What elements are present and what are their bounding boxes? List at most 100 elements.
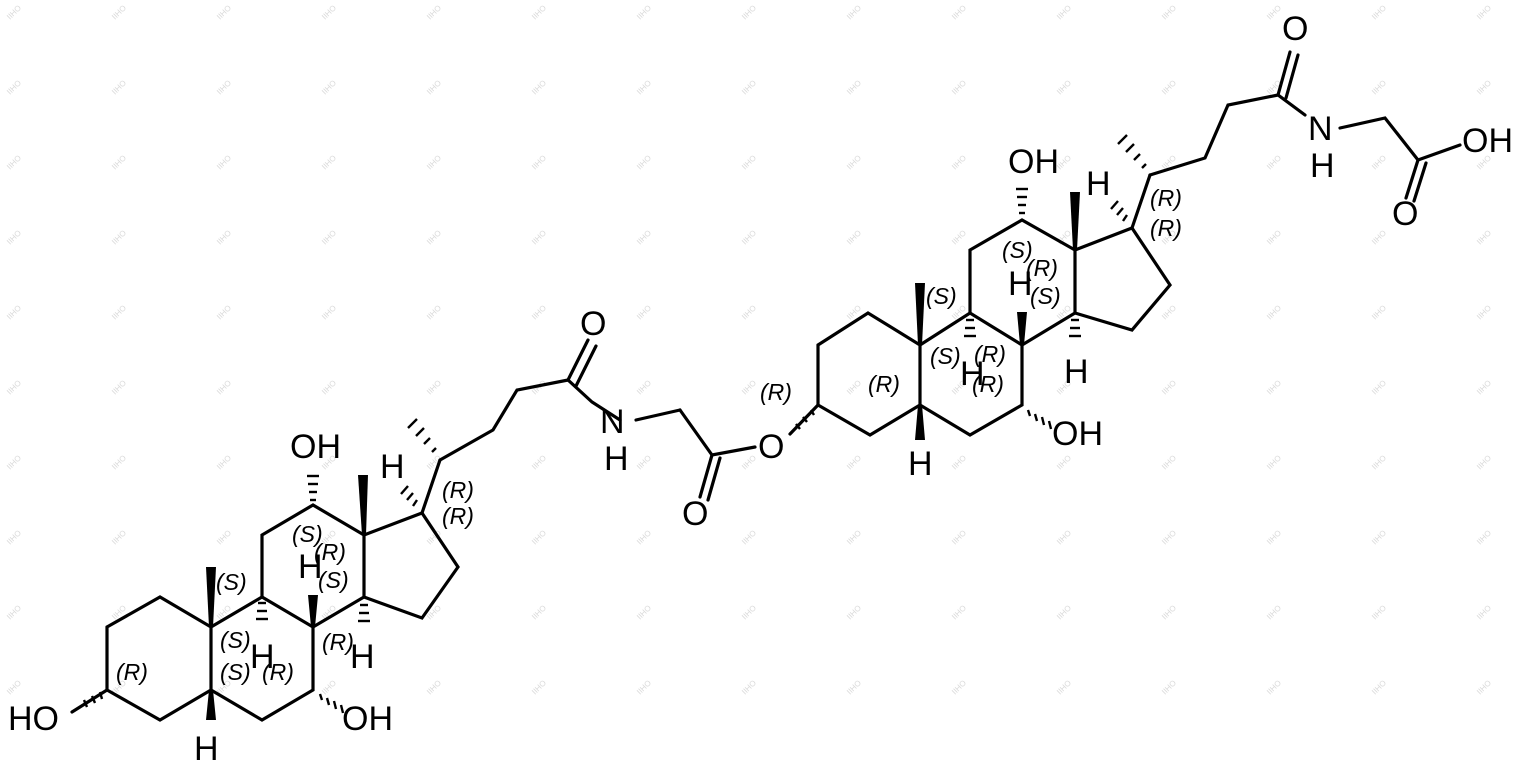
watermark-text: IIHO (950, 528, 968, 546)
stereo-label: (S) (292, 521, 323, 547)
watermark-text: IIHO (635, 3, 653, 21)
watermark-text: IIHO (1055, 678, 1073, 696)
stereo-label: (S) (220, 659, 251, 685)
watermark-text: IIHO (1475, 3, 1493, 21)
watermark-text: IIHO (1370, 603, 1388, 621)
atom-label-amide-o: O (1282, 10, 1308, 48)
watermark-text: IIHO (425, 678, 443, 696)
watermark-text: IIHO (1265, 378, 1283, 396)
stereo-label: (S) (930, 343, 961, 369)
watermark-text: IIHO (110, 78, 128, 96)
watermark-text: IIHO (110, 153, 128, 171)
watermark-text: IIHO (1370, 678, 1388, 696)
h-wedge (1017, 312, 1027, 345)
watermark-text: IIHO (215, 453, 233, 471)
watermark-text: IIHO (110, 528, 128, 546)
h-hash (964, 318, 976, 338)
carbonyl-bond (1276, 50, 1292, 97)
watermark-text: IIHO (740, 153, 758, 171)
stereo-label: (S) (220, 627, 251, 653)
bond (70, 688, 109, 714)
atom-label-amide-n: N (1308, 110, 1333, 148)
atom-label-amide-n: N (600, 403, 625, 441)
watermark-text: IIHO (635, 453, 653, 471)
atom-label-amide-h: H (1310, 147, 1335, 185)
carbonyl-bond (1404, 158, 1420, 200)
watermark-text: IIHO (1475, 678, 1493, 696)
carbonyl-bond (566, 338, 590, 382)
watermark-text: IIHO (635, 528, 653, 546)
h-hash (256, 601, 268, 621)
atom-label-h-8: H (1008, 265, 1033, 303)
atom-label-oh-12: OH (1008, 143, 1059, 181)
watermark-text: IIHO (1265, 3, 1283, 21)
watermark-text: IIHO (1265, 153, 1283, 171)
h-wedge (915, 405, 925, 440)
watermark-text: IIHO (110, 3, 128, 21)
ring-b-bond (209, 595, 315, 722)
watermark-text: IIHO (530, 453, 548, 471)
methyl-wedge (358, 475, 368, 535)
atom-label-h-5: H (194, 730, 219, 768)
watermark-text: IIHO (110, 453, 128, 471)
watermark-text: IIHO (1055, 528, 1073, 546)
watermark-text: IIHO (320, 678, 338, 696)
atom-label-h-17: H (1086, 165, 1111, 203)
watermark-text: IIHO (530, 303, 548, 321)
atom-label-h-9: H (250, 638, 275, 676)
watermark-text: IIHO (845, 228, 863, 246)
methyl-hash (1117, 134, 1147, 169)
watermark-text: IIHO (5, 678, 23, 696)
watermark-text: IIHO (5, 78, 23, 96)
methyl-hash (407, 418, 437, 453)
watermark-text: IIHO (950, 453, 968, 471)
oh-hash (1016, 187, 1028, 215)
watermark-text: IIHO (635, 678, 653, 696)
atom-label-oh-7: OH (342, 700, 393, 738)
stereo-label: (S) (216, 569, 247, 595)
watermark-text: IIHO (530, 153, 548, 171)
watermark-text: IIHO (1370, 378, 1388, 396)
watermark-text: IIHO (1370, 228, 1388, 246)
watermark-text: IIHO (1475, 378, 1493, 396)
ring-d-bond (362, 511, 460, 620)
watermark-text: IIHO (1055, 78, 1073, 96)
methyl-wedge (1070, 192, 1080, 250)
carbonyl-bond (1412, 161, 1428, 203)
watermark-text: IIHO (845, 3, 863, 21)
watermark-text: IIHO (110, 378, 128, 396)
ring-c-bond (260, 503, 366, 629)
watermark-text: IIHO (1055, 603, 1073, 621)
watermark-text: IIHO (1475, 603, 1493, 621)
watermark-text: IIHO (1370, 303, 1388, 321)
ring-d-bond (1073, 226, 1172, 332)
watermark-text: IIHO (635, 603, 653, 621)
watermark-text: IIHO (1475, 528, 1493, 546)
watermark-text: IIHO (320, 78, 338, 96)
watermark-text: IIHO (1265, 303, 1283, 321)
watermark-text: IIHO (740, 78, 758, 96)
carbonyl-bond (698, 453, 714, 499)
watermark-text: IIHO (1160, 603, 1178, 621)
watermark-text: IIHO (1055, 3, 1073, 21)
atom-label-h-9: H (960, 355, 985, 393)
atom-label-acid-o: O (1392, 195, 1418, 233)
atom-label-amide-o: O (580, 305, 606, 343)
watermark-text: IIHO (320, 3, 338, 21)
watermark-text: IIHO (215, 78, 233, 96)
stereo-label: (R) (262, 659, 294, 685)
watermark-text: IIHO (1370, 528, 1388, 546)
carbonyl-bond (706, 456, 722, 502)
watermark-text: IIHO (1475, 453, 1493, 471)
watermark-text: IIHO (215, 528, 233, 546)
watermark-text: IIHO (320, 153, 338, 171)
watermark-text: IIHO (110, 228, 128, 246)
watermark-text: IIHO (1160, 3, 1178, 21)
watermark-text: IIHO (740, 3, 758, 21)
watermark-text: IIHO (845, 678, 863, 696)
left-steroid (70, 338, 757, 722)
oh-hash (318, 693, 345, 714)
watermark-text: IIHO (950, 3, 968, 21)
atom-label-ester-carbonyl-o: O (682, 495, 708, 533)
